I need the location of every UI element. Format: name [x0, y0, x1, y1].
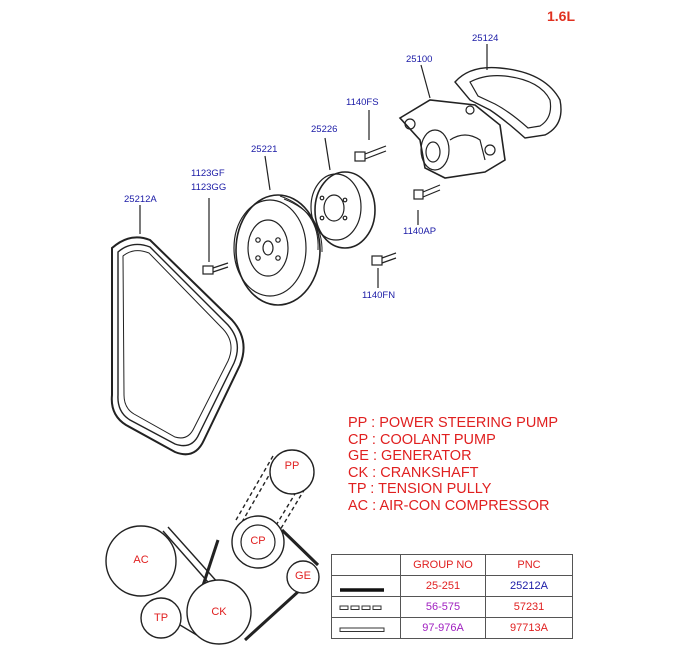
cell-line-symbol [331, 617, 401, 639]
label-pump-pulley: 25226 [311, 124, 338, 135]
leader-pump-pulley [324, 137, 331, 171]
label-bolt-1140fs: 1140FS [346, 97, 379, 108]
bolt-1123 [202, 262, 229, 275]
label-crank-pulley: 25221 [251, 144, 278, 155]
pulley-ge [286, 560, 320, 594]
pulley-label-tp: TP [153, 612, 169, 624]
legend-row-ge: GE : GENERATOR [348, 448, 472, 464]
label-gasket: 25124 [472, 33, 499, 44]
ps-belt-left [235, 455, 274, 521]
cell-group: 56-575 [400, 596, 486, 618]
leader-crank-pulley [264, 155, 271, 191]
legend-row-ac: AC : AIR-CON COMPRESSOR [348, 497, 550, 514]
pump-gasket [454, 66, 562, 139]
table-row: 97-976A 97713A [331, 617, 573, 639]
pulley-label-ge: GE [295, 570, 311, 582]
cell-pnc: 57231 [485, 596, 573, 618]
pulley-cp-inner [240, 524, 276, 560]
pulley-ac [105, 525, 177, 597]
cell-group: 25-251 [400, 575, 486, 597]
drive-belt-right [280, 528, 320, 567]
legend-row-tp: TP : TENSION PULLY [348, 481, 492, 497]
v-ribbed-belt [110, 236, 245, 456]
bolt-1140ap [413, 184, 441, 200]
legend-text: POWER STEERING PUMP [379, 415, 559, 431]
pulley-label-ac: AC [133, 554, 149, 566]
legend-abbr: AC [348, 497, 369, 514]
label-bolt-1123-gg: 1123GG [191, 182, 227, 193]
label-bolt-1140ap: 1140AP [403, 226, 437, 237]
pulley-cp [231, 515, 285, 569]
legend-row-cp: CP : COOLANT PUMP [348, 431, 496, 448]
legend-abbr: TP [348, 481, 367, 497]
pulley-tp [140, 597, 182, 639]
legend-text: TENSION PULLY [378, 481, 492, 497]
header-line [331, 554, 401, 576]
ps-belt-left-inner [241, 457, 280, 523]
legend-text: COOLANT PUMP [379, 431, 496, 448]
leader-water-pump [420, 64, 431, 99]
engine-size-label: 1.6L [546, 8, 575, 24]
pulley-label-ck: CK [211, 606, 227, 618]
label-water-pump: 25100 [406, 54, 433, 65]
header-group-no: GROUP NO [400, 554, 486, 576]
legend-text: CRANKSHAFT [380, 464, 479, 481]
cell-pnc: 97713A [485, 617, 573, 639]
header-pnc: PNC [485, 554, 573, 576]
table-row: 25-251 25212A [331, 575, 573, 597]
legend-text: AIR-CON COMPRESSOR [379, 497, 550, 514]
legend-abbr: CK [348, 464, 369, 481]
cell-line-symbol [331, 596, 401, 618]
pump-pulley [310, 171, 376, 249]
table-row: 56-575 57231 [331, 596, 573, 618]
legend-abbr: PP [348, 415, 368, 431]
pulley-label-pp: PP [284, 460, 300, 472]
pulley-label-cp: CP [250, 535, 266, 547]
legend-abbr: GE [348, 448, 369, 464]
bolt-1140fn [371, 252, 397, 266]
pulley-pp [269, 449, 315, 495]
belt-routing-schematic [105, 449, 320, 645]
cell-line-symbol [331, 575, 401, 597]
pulley-legend: PP : POWER STEERING PUMP CP : COOLANT PU… [348, 415, 558, 514]
legend-row-pp: PP : POWER STEERING PUMP [348, 415, 559, 431]
legend-text: GENERATOR [381, 448, 472, 464]
table-header-row: GROUP NO PNC [331, 554, 573, 576]
parts-table: GROUP NO PNC 25-251 25212A 56-575 57231 … [331, 554, 573, 639]
label-bolt-1140fn: 1140FN [362, 290, 396, 301]
drive-belt-bottom [243, 588, 302, 642]
legend-row-ck: CK : CRANKSHAFT [348, 464, 479, 481]
water-pump [398, 99, 506, 179]
crank-pulley [233, 194, 323, 306]
cell-group: 97-976A [400, 617, 486, 639]
label-bolt-1123-gf: 1123GF [191, 168, 225, 179]
pulley-ck [186, 579, 252, 645]
legend-abbr: CP [348, 431, 368, 448]
bolt-1140fs [354, 145, 387, 162]
cell-pnc: 25212A [485, 575, 573, 597]
label-belt: 25212A [124, 194, 157, 205]
